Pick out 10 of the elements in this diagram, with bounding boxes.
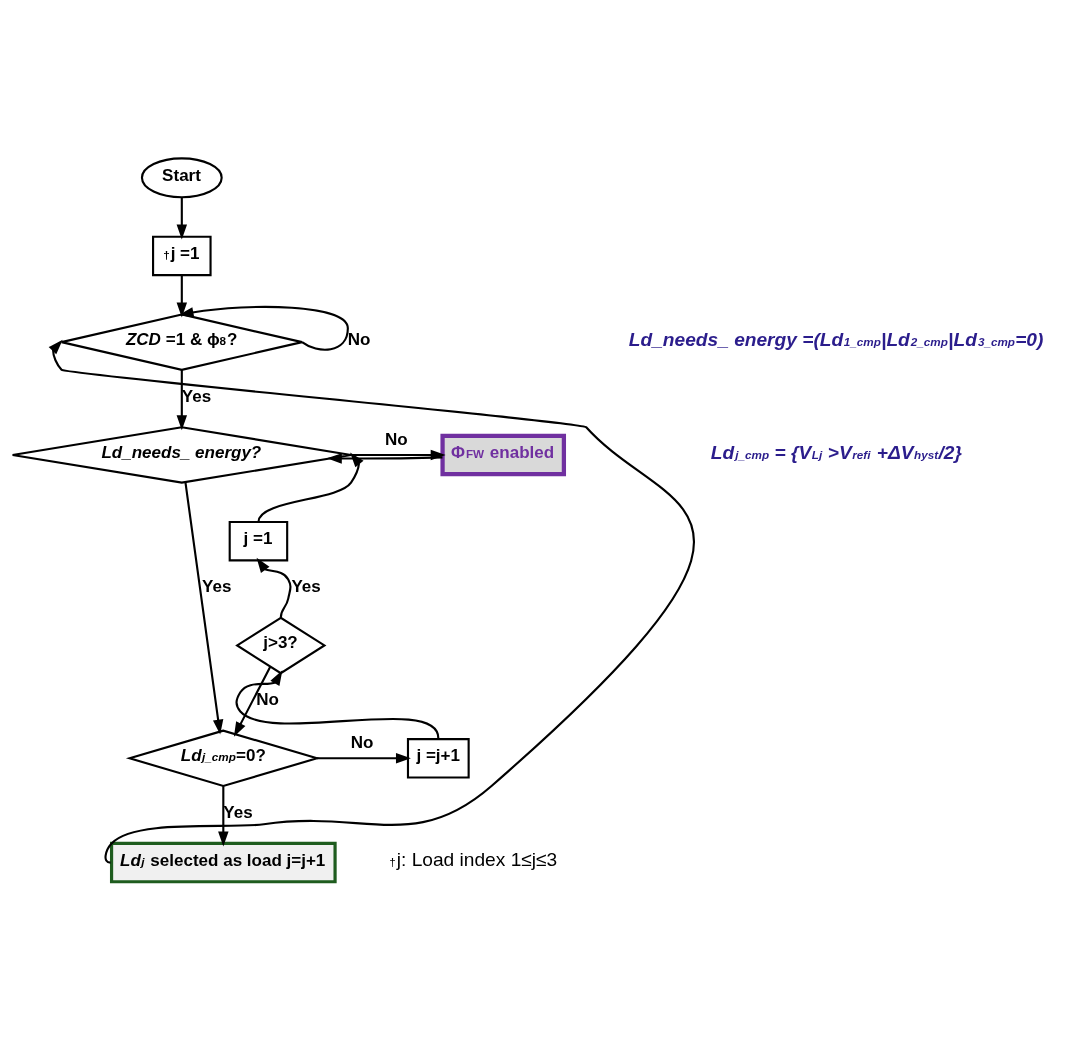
label: Ldj_cmp = {VLj >Vrefi +ΔVhyst/2} xyxy=(710,441,962,463)
label: †j: Load index 1≤j≤3 xyxy=(389,849,558,871)
edge-label: No xyxy=(350,733,374,753)
edge-label: Yes xyxy=(291,577,321,597)
label: Ld_needs_ energy =(Ld1_cmp|Ld2_cmp|Ld3_cmp=0) xyxy=(628,328,1044,350)
edge-label: No xyxy=(347,330,371,350)
edge-label: Yes xyxy=(223,802,253,822)
edge-label: Yes xyxy=(202,577,232,597)
edge-label: No xyxy=(256,689,279,709)
edge-label: No xyxy=(385,430,408,450)
